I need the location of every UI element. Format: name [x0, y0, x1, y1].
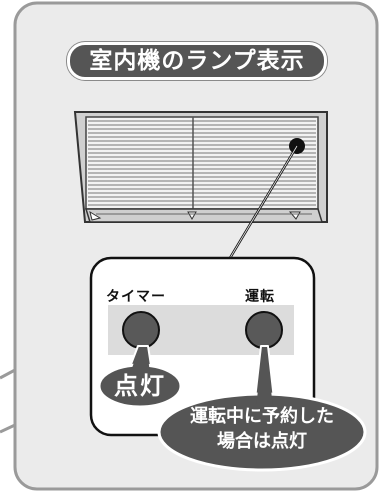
timer-lamp-label: タイマー	[106, 289, 166, 305]
timer-lamp	[122, 311, 160, 349]
run-lamp-label: 運転	[245, 289, 275, 305]
run-callout-line1: 運転中に予約した	[190, 406, 334, 427]
run-lamp	[245, 311, 283, 349]
run-callout-line2: 場合は点灯	[217, 431, 307, 452]
run-callout-bubble	[157, 345, 367, 472]
page-title: 室内機のランプ表示	[67, 42, 327, 80]
timer-callout-bubble	[97, 345, 183, 409]
timer-callout-text: 点灯	[114, 372, 166, 400]
left-connector	[0, 368, 16, 434]
air-conditioner-unit-icon	[73, 111, 328, 223]
